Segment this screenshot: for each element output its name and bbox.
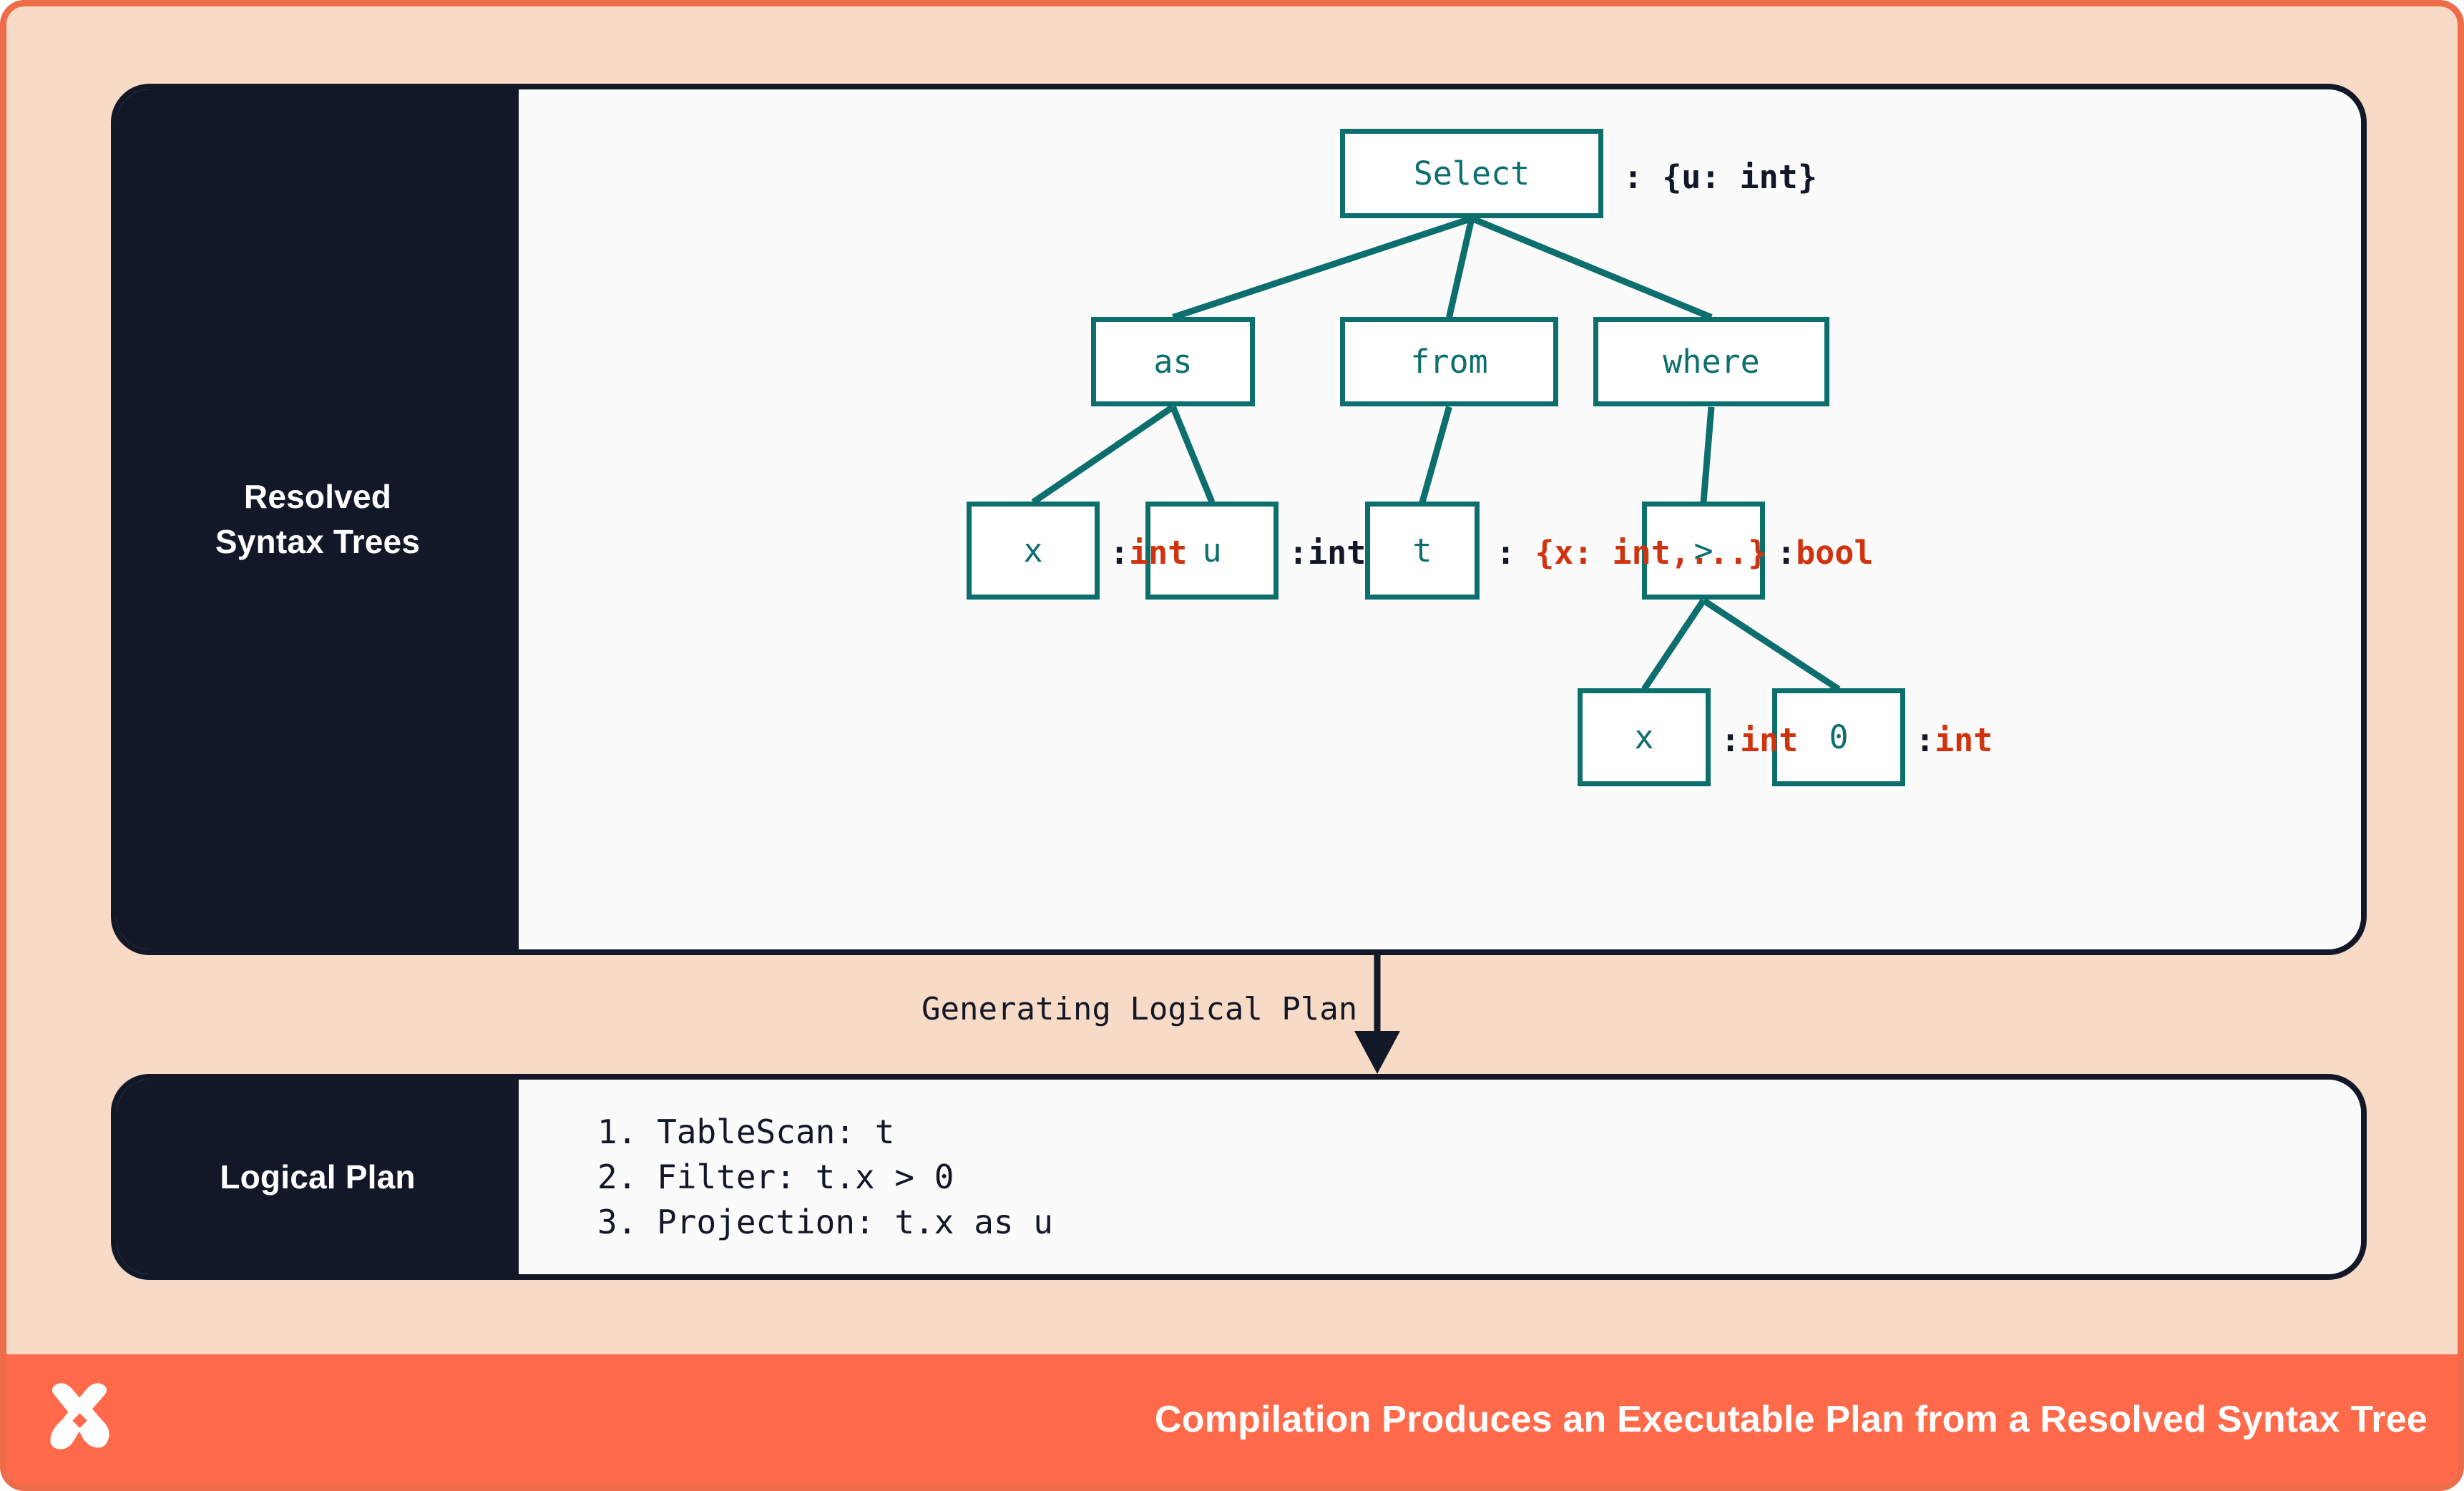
tree-edge bbox=[1470, 215, 1713, 321]
logical-plan-area: 1. TableScan: t 2. Filter: t.x > 0 3. Proj… bbox=[519, 1080, 2361, 1274]
plan-panel-sidebar: Logical Plan bbox=[117, 1080, 519, 1274]
logical-plan-step: 1. TableScan: t bbox=[597, 1113, 895, 1151]
tree-edge bbox=[1419, 406, 1452, 504]
down-arrow-icon bbox=[1354, 955, 1400, 1074]
tree-edges-canvas bbox=[1031, 215, 1841, 693]
tree-edge bbox=[1172, 215, 1473, 321]
logical-plan-panel: Logical Plan 1. TableScan: t 2. Filter: t… bbox=[111, 1074, 2367, 1280]
tree-node-from-t[interactable]: t bbox=[1365, 502, 1480, 600]
type-annotation-as-x-type: :int bbox=[1110, 537, 1187, 569]
tree-node-as[interactable]: as bbox=[1091, 317, 1255, 406]
annotation-type: int bbox=[1129, 534, 1188, 572]
annotation-colon: : bbox=[1721, 721, 1741, 759]
tree-edge bbox=[1446, 217, 1475, 318]
tree-node-as-u[interactable]: u bbox=[1145, 502, 1279, 600]
tree-node-gt-x[interactable]: x bbox=[1578, 688, 1711, 786]
annotation-type: int bbox=[1935, 721, 1993, 759]
syntax-panel-sidebar: Resolved Syntax Trees bbox=[117, 89, 519, 949]
type-annotation-as-u-type: :int bbox=[1289, 537, 1366, 569]
annotation-colon: : bbox=[1289, 534, 1309, 572]
logical-plan-step: 2. Filter: t.x > 0 bbox=[597, 1158, 954, 1197]
plan-panel-label: Logical Plan bbox=[220, 1158, 416, 1196]
tree-node-where[interactable]: where bbox=[1593, 317, 1829, 406]
type-annotation-gt-0-type: :int bbox=[1915, 724, 1993, 756]
annotation-type: int bbox=[1740, 721, 1799, 759]
syntax-panel-label: Resolved Syntax Trees bbox=[215, 478, 421, 560]
type-annotation-gt-x-type: :int bbox=[1721, 724, 1798, 756]
transition-label: Generating Logical Plan bbox=[921, 991, 1358, 1027]
type-annotation-from-t-type: : {x: int,...} bbox=[1496, 537, 1767, 569]
tree-edge bbox=[1031, 404, 1175, 505]
annotation-colon: : bbox=[1915, 721, 1935, 759]
tree-node-select[interactable]: Select bbox=[1340, 129, 1603, 218]
banner-title: Compilation Produces an Executable Plan … bbox=[1154, 1399, 2428, 1440]
type-annotation-gt-type: :bool bbox=[1776, 537, 1873, 569]
annotation-colon: : bbox=[1110, 534, 1130, 572]
tree-edge bbox=[1700, 406, 1715, 503]
annotation-type: int bbox=[1308, 534, 1367, 572]
logical-plan-step: 3. Projection: t.x as u bbox=[597, 1203, 1053, 1242]
logical-plan-step-list: 1. TableScan: t 2. Filter: t.x > 0 3. Proj… bbox=[597, 1110, 1053, 1245]
annotation-colon: : bbox=[1623, 158, 1663, 196]
tree-node-gt-0[interactable]: 0 bbox=[1772, 688, 1905, 786]
tree-node-from[interactable]: from bbox=[1340, 317, 1558, 406]
annotation-type: {u: int} bbox=[1662, 158, 1817, 196]
tree-node-gt[interactable]: > bbox=[1642, 502, 1765, 600]
transition-region: Generating Logical Plan bbox=[111, 955, 2367, 1074]
type-annotation-select-type: : {u: int} bbox=[1623, 161, 1817, 193]
butterfly-x-logo-icon bbox=[50, 1383, 109, 1450]
annotation-colon: : bbox=[1496, 534, 1535, 572]
tree-node-as-x[interactable]: x bbox=[967, 502, 1100, 600]
tree-edge bbox=[1701, 597, 1841, 693]
annotation-colon: : bbox=[1776, 534, 1796, 572]
annotation-type: bool bbox=[1796, 534, 1874, 572]
tree-edge bbox=[1170, 406, 1216, 504]
annotation-type: {x: int,...} bbox=[1535, 534, 1768, 572]
tree-edge bbox=[1641, 598, 1706, 691]
bottom-banner: Compilation Produces an Executable Plan … bbox=[6, 1354, 2458, 1485]
